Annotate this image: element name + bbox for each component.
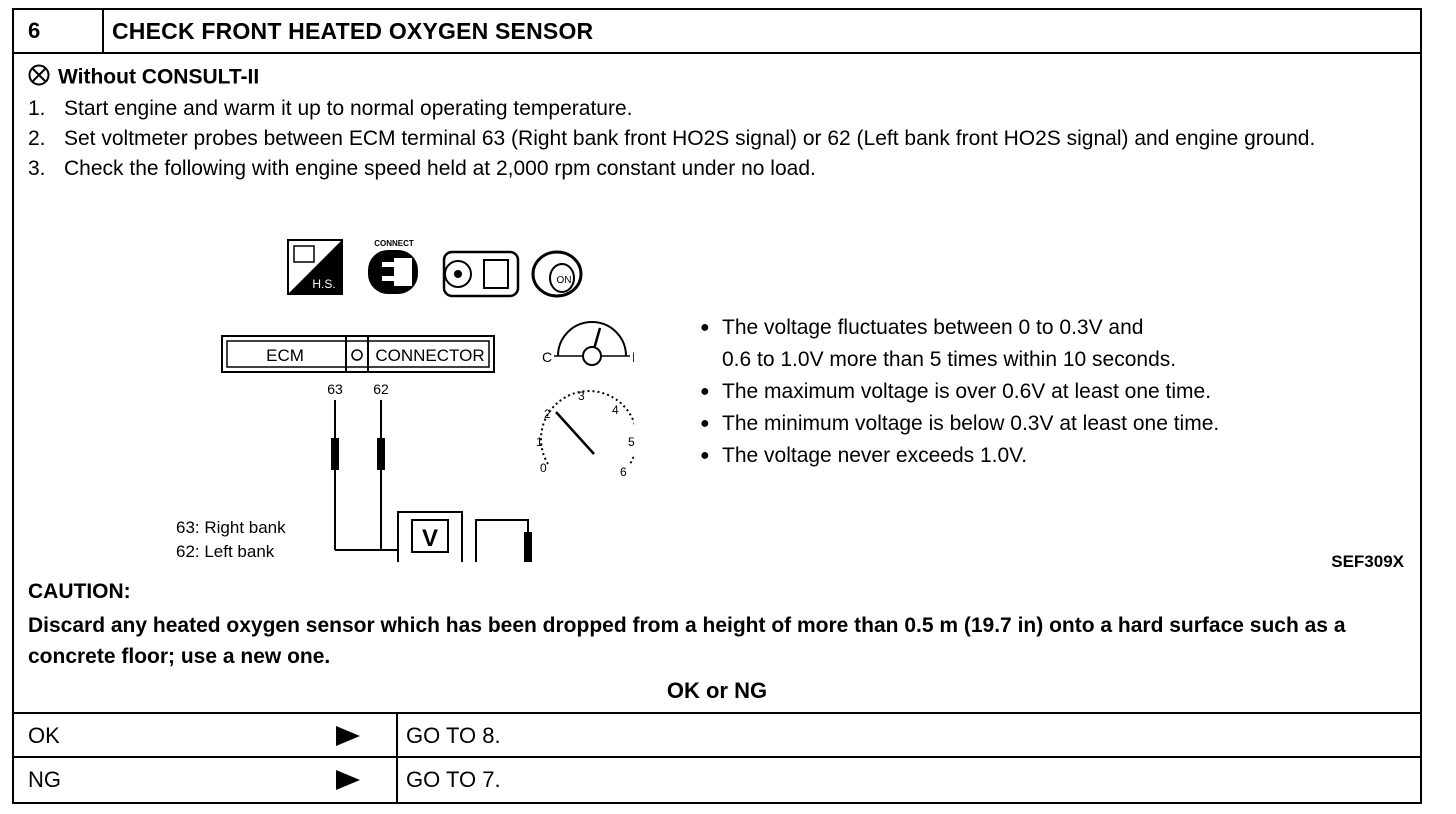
check-item-continued: 0.6 to 1.0V more than 5 times within 10 … bbox=[722, 348, 1177, 371]
step-header: 6 CHECK FRONT HEATED OXYGEN SENSOR bbox=[14, 10, 1420, 54]
check-item: The maximum voltage is over 0.6V at leas… bbox=[700, 376, 1219, 408]
svg-text:4: 4 bbox=[612, 403, 619, 417]
instruction-text: Set voltmeter probes between ECM termina… bbox=[64, 127, 1316, 150]
instruction-number: 2. bbox=[28, 127, 46, 150]
caution-text: Discard any heated oxygen sensor which h… bbox=[28, 614, 1346, 668]
engine-icon bbox=[442, 250, 520, 298]
voltmeter: V bbox=[397, 511, 463, 593]
instruction-text: Check the following with engine speed he… bbox=[64, 157, 816, 180]
svg-text:ECM: ECM bbox=[266, 346, 304, 365]
outcome-ng-action[interactable]: GO TO 7. bbox=[406, 767, 501, 792]
svg-text:H: H bbox=[632, 349, 634, 365]
caution-heading: CAUTION: bbox=[28, 580, 131, 603]
outcome-ok-row: OK GO TO 8. bbox=[14, 714, 1420, 758]
svg-text:3: 3 bbox=[578, 389, 585, 403]
terminal-63-label: 63 bbox=[327, 381, 343, 397]
procedure-frame: 6 CHECK FRONT HEATED OXYGEN SENSOR Witho… bbox=[12, 8, 1422, 804]
mode-label: Without CONSULT-II bbox=[58, 65, 260, 89]
instruction-item: 1. Start engine and warm it up to normal… bbox=[28, 94, 1420, 124]
svg-text:5: 5 bbox=[628, 435, 634, 449]
step-body: Without CONSULT-II 1. Start engine and w… bbox=[14, 54, 1420, 668]
connect-icon: CONNECT bbox=[368, 239, 418, 294]
svg-text:C: C bbox=[542, 349, 552, 365]
outcome-ok-action[interactable]: GO TO 8. bbox=[406, 723, 501, 748]
arrow-right-icon bbox=[336, 768, 360, 797]
ground-lead bbox=[451, 519, 532, 592]
outcome-ok-label: OK bbox=[28, 723, 60, 748]
outcome-ng-row: NG GO TO 7. bbox=[14, 758, 1420, 802]
check-item: The voltage never exceeds 1.0V. bbox=[700, 440, 1219, 472]
svg-text:ON: ON bbox=[557, 275, 572, 286]
legend-left-bank: 62: Left bank bbox=[176, 542, 275, 561]
instruction-number: 1. bbox=[28, 97, 46, 120]
ignition-on-icon: ON bbox=[531, 250, 583, 298]
terminal-legend: 63: Right bank 62: Left bank bbox=[176, 516, 286, 564]
instruction-list: 1. Start engine and warm it up to normal… bbox=[28, 94, 1420, 184]
svg-text:CONNECTOR: CONNECTOR bbox=[375, 346, 484, 365]
svg-text:H.S.: H.S. bbox=[312, 277, 335, 291]
no-consult-icon bbox=[28, 64, 50, 92]
hot-soak-icon: H.S. bbox=[287, 239, 343, 295]
wiring-figure: H.S. CONNECT ON bbox=[154, 232, 642, 603]
instruction-number: 3. bbox=[28, 157, 46, 180]
instruction-item: 2. Set voltmeter probes between ECM term… bbox=[28, 124, 1420, 154]
svg-text:0: 0 bbox=[540, 461, 547, 475]
arrow-right-icon bbox=[336, 724, 360, 753]
svg-text:6: 6 bbox=[620, 465, 627, 479]
column-divider bbox=[396, 714, 398, 758]
tachometer-icon: 0 1 2 3 4 5 6 bbox=[536, 389, 638, 479]
svg-text:CONNECT: CONNECT bbox=[374, 239, 414, 248]
temperature-gauge-icon: C H bbox=[542, 321, 642, 366]
test-probes bbox=[331, 400, 400, 551]
svg-text:V: V bbox=[422, 525, 438, 552]
result-heading: OK or NG bbox=[14, 668, 1420, 714]
svg-text:2: 2 bbox=[544, 407, 551, 421]
svg-text:1: 1 bbox=[536, 435, 543, 449]
mode-heading: Without CONSULT-II bbox=[28, 64, 259, 92]
check-criteria-list: The voltage fluctuates between 0 to 0.3V… bbox=[700, 312, 1219, 472]
figure-code: SEF309X bbox=[1331, 552, 1404, 571]
ecm-connector: ECM CONNECTOR bbox=[221, 335, 495, 373]
step-number: 6 bbox=[14, 10, 104, 52]
step-title: CHECK FRONT HEATED OXYGEN SENSOR bbox=[112, 18, 594, 44]
outcome-ng-label: NG bbox=[28, 767, 61, 792]
check-item: The voltage fluctuates between 0 to 0.3V… bbox=[700, 312, 1219, 344]
instruction-item: 3. Check the following with engine speed… bbox=[28, 154, 1420, 184]
column-divider bbox=[396, 758, 398, 802]
terminal-62-label: 62 bbox=[373, 381, 389, 397]
instruction-text: Start engine and warm it up to normal op… bbox=[64, 97, 633, 120]
legend-right-bank: 63: Right bank bbox=[176, 518, 286, 537]
check-item: The minimum voltage is below 0.3V at lea… bbox=[700, 408, 1219, 440]
